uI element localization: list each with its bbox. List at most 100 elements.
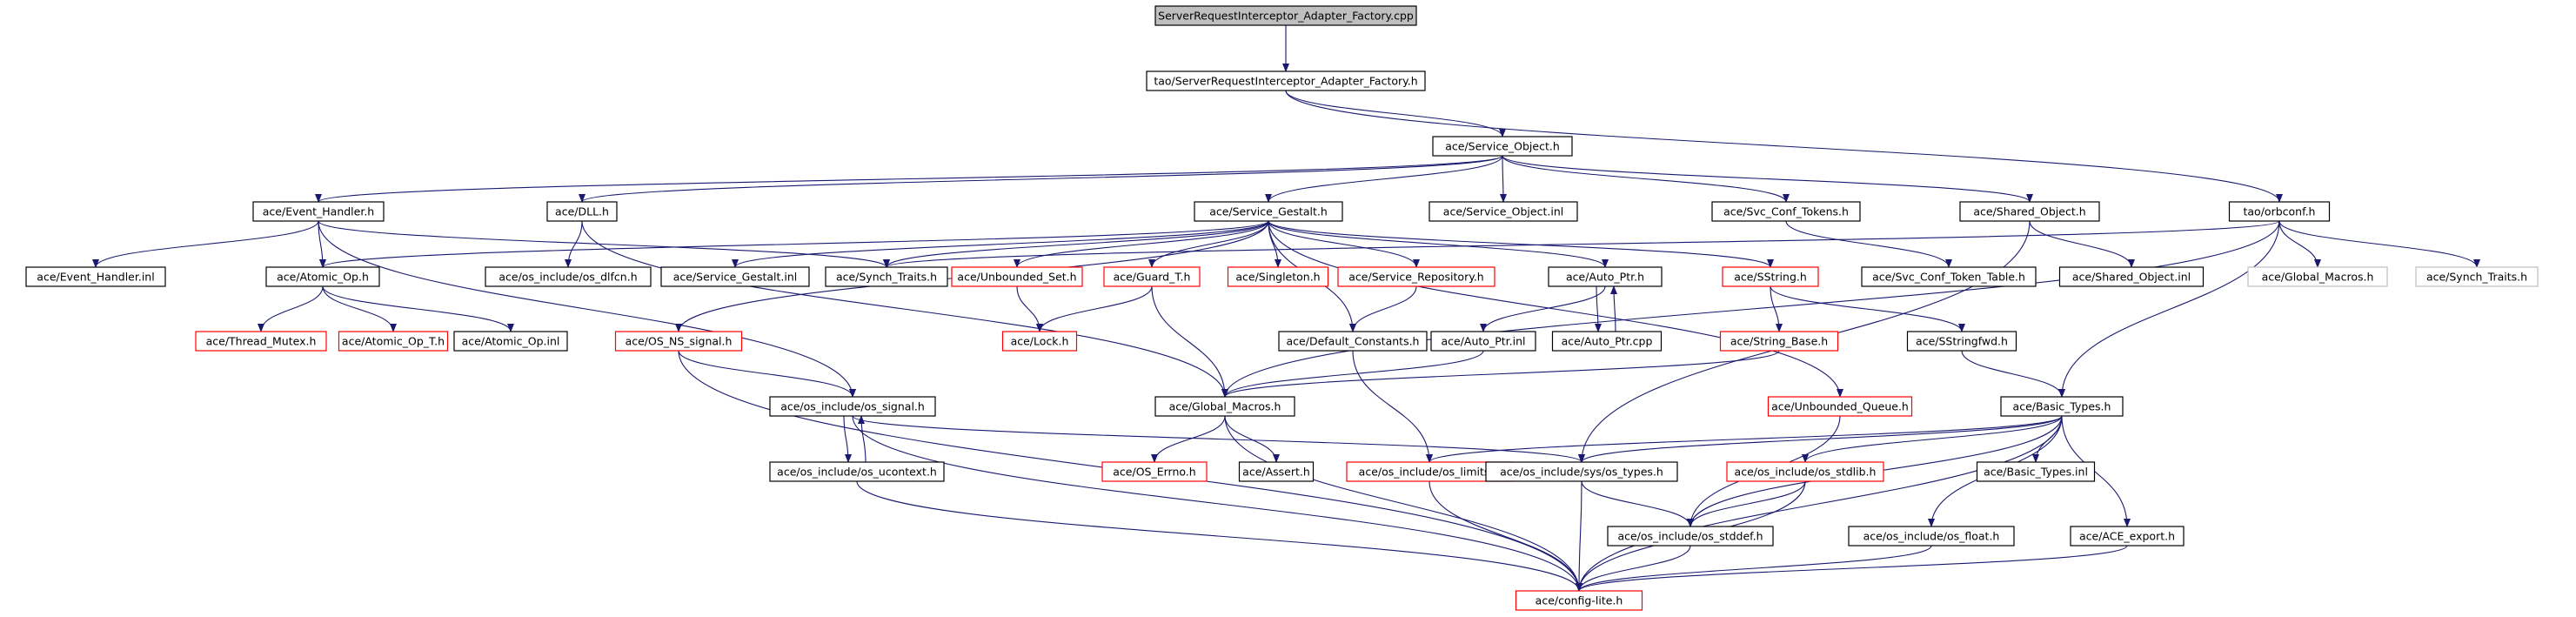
- edge-os_signal-to-config_lite: [852, 415, 1582, 592]
- edge-orbconf-to-global_macros_gray: [2278, 220, 2321, 268]
- node-box: [1861, 266, 2037, 287]
- edge-arrow: [318, 220, 326, 268]
- edge-arrow: [1221, 350, 1780, 398]
- node-box: [769, 396, 936, 417]
- node-string-base[interactable]: ace/String_Base.h: [1719, 331, 1839, 352]
- node-evt-h[interactable]: ace/Event_Handler.h: [252, 201, 385, 222]
- edge-os_stddef-to-config_lite: [1576, 545, 1691, 592]
- edge-arrow: [1499, 155, 1507, 203]
- edge-os_ns_signal-to-os_signal: [678, 350, 856, 398]
- edge-basic_types-to-os_limits: [1426, 415, 2063, 463]
- node-label: ace/Service_Object.h: [1445, 140, 1560, 153]
- node-basic-types[interactable]: ace/Basic_Types.h: [2000, 396, 2124, 417]
- node-svc-repo[interactable]: ace/Service_Repository.h: [1337, 266, 1495, 287]
- node-guard-t[interactable]: ace/Guard_T.h: [1103, 266, 1201, 287]
- node-svc-conf-token-table[interactable]: ace/Svc_Conf_Token_Table.h: [1861, 266, 2037, 287]
- edge-os_signal-to-os_ucontext: [843, 415, 852, 463]
- node-box: [25, 266, 166, 287]
- node-box: [614, 331, 743, 352]
- node-os-stddef[interactable]: ace/os_include/os_stddef.h: [1607, 526, 1774, 547]
- node-shared-obj[interactable]: ace/Shared_Object.h: [1959, 201, 2100, 222]
- edge-os_float-to-config_lite: [1576, 545, 1932, 592]
- edge-ace_export-to-config_lite: [1576, 545, 2128, 592]
- node-box: [951, 266, 1083, 287]
- node-orbconf[interactable]: tao/orbconf.h: [2228, 201, 2331, 222]
- node-auto-ptr-cpp[interactable]: ace/Auto_Ptr.cpp: [1551, 331, 1663, 352]
- node-basic-types-inl[interactable]: ace/Basic_Types.inl: [1976, 461, 2096, 482]
- node-config-lite[interactable]: ace/config-lite.h: [1515, 590, 1643, 611]
- edge-arrow: [1426, 415, 2063, 463]
- node-sys-os-types[interactable]: ace/os_include/sys/os_types.h: [1485, 461, 1678, 482]
- node-singleton[interactable]: ace/Singleton.h: [1227, 266, 1329, 287]
- node-label: ace/Basic_Types.inl: [1984, 466, 2088, 479]
- node-svc-conf-tokens[interactable]: ace/Svc_Conf_Tokens.h: [1711, 201, 1861, 222]
- node-global-macros[interactable]: ace/Global_Macros.h: [1154, 396, 1295, 417]
- node-os-ns-signal[interactable]: ace/OS_NS_signal.h: [614, 331, 743, 352]
- edge-arrow: [1581, 480, 1694, 527]
- node-synch-traits-gray[interactable]: ace/Synch_Traits.h: [2415, 266, 2539, 287]
- node-atomic-op-inl[interactable]: ace/Atomic_Op.inl: [453, 331, 568, 352]
- node-thread-mutex[interactable]: ace/Thread_Mutex.h: [195, 331, 327, 352]
- node-unbounded-queue[interactable]: ace/Unbounded_Queue.h: [1767, 396, 1913, 417]
- node-label: ace/Shared_Object.h: [1973, 205, 2085, 218]
- node-label: ace/Basic_Types.h: [2013, 400, 2111, 413]
- node-box: [1767, 396, 1913, 417]
- node-root[interactable]: ServerRequestInterceptor_Adapter_Factory…: [1154, 5, 1417, 26]
- node-label: ace/os_include/os_stdlib.h: [1735, 466, 1877, 479]
- node-shared-obj-inl[interactable]: ace/Shared_Object.inl: [2058, 266, 2205, 287]
- node-os-dlfcn[interactable]: ace/os_include/os_dlfcn.h: [485, 266, 652, 287]
- node-os-signal[interactable]: ace/os_include/os_signal.h: [769, 396, 936, 417]
- node-box: [1485, 461, 1678, 482]
- node-auto-ptr[interactable]: ace/Auto_Ptr.h: [1548, 266, 1663, 287]
- node-os-errno[interactable]: ace/OS_Errno.h: [1101, 461, 1208, 482]
- edge-arrow: [315, 155, 1503, 203]
- node-label: ace/Event_Handler.inl: [37, 271, 154, 284]
- node-box: [1515, 590, 1643, 611]
- edge-arrow: [1576, 545, 1932, 592]
- edge-global_macros-to-assert_h: [1224, 415, 1280, 463]
- node-assert-h[interactable]: ace/Assert.h: [1238, 461, 1315, 482]
- node-global-macros-gray[interactable]: ace/Global_Macros.h: [2247, 266, 2388, 287]
- edge-arrow: [1224, 415, 1582, 592]
- node-sstringfwd[interactable]: ace/SStringfwd.h: [1906, 331, 2017, 352]
- edge-arrow: [1265, 155, 1503, 203]
- node-sstring[interactable]: ace/SString.h: [1722, 266, 1819, 287]
- node-label: ace/Service_Repository.h: [1348, 271, 1483, 284]
- node-svc-obj-inl[interactable]: ace/Service_Object.inl: [1429, 201, 1578, 222]
- edge-arrow: [1151, 415, 1226, 463]
- node-default-constants[interactable]: ace/Default_Constants.h: [1278, 331, 1428, 352]
- node-atomic-op[interactable]: ace/Atomic_Op.h: [265, 266, 380, 287]
- node-os-stdlib[interactable]: ace/os_include/os_stdlib.h: [1726, 461, 1884, 482]
- node-atomic-op-t[interactable]: ace/Atomic_Op_T.h: [338, 331, 449, 352]
- node-box: [195, 331, 327, 352]
- node-box: [2228, 201, 2331, 222]
- node-svc-obj[interactable]: ace/Service_Object.h: [1432, 136, 1573, 157]
- edge-arrow: [732, 220, 1269, 268]
- node-label: ace/Svc_Conf_Tokens.h: [1723, 205, 1849, 218]
- edge-shared_obj-to-shared_obj_inl: [2029, 220, 2135, 268]
- node-label: ace/OS_NS_signal.h: [626, 335, 733, 348]
- node-box: [1429, 201, 1578, 222]
- node-label: ace/Assert.h: [1242, 466, 1310, 479]
- edge-arrow: [579, 155, 1503, 203]
- edge-arrow: [1151, 285, 1228, 398]
- edge-arrow: [2278, 220, 2321, 268]
- node-ace-export[interactable]: ace/ACE_export.h: [2070, 526, 2185, 547]
- node-os-limits[interactable]: ace/os_include/os_limits.h: [1346, 461, 1513, 482]
- node-box: [1722, 266, 1819, 287]
- edge-arrow: [1802, 415, 2063, 463]
- node-lock-h[interactable]: ace/Lock.h: [1001, 331, 1078, 352]
- node-unbounded-set[interactable]: ace/Unbounded_Set.h: [951, 266, 1083, 287]
- node-os-ucontext[interactable]: ace/os_include/os_ucontext.h: [769, 461, 945, 482]
- edge-os_stdlib-to-os_stddef: [1687, 480, 1806, 527]
- node-evt-h-inl[interactable]: ace/Event_Handler.inl: [25, 266, 166, 287]
- node-dll-h[interactable]: ace/DLL.h: [546, 201, 618, 222]
- node-auto-ptr-inl[interactable]: ace/Auto_Ptr.inl: [1430, 331, 1536, 352]
- node-os-float[interactable]: ace/os_include/os_float.h: [1848, 526, 2015, 547]
- node-synch-traits[interactable]: ace/Synch_Traits.h: [825, 266, 948, 287]
- node-tao-sria[interactable]: tao/ServerRequestInterceptor_Adapter_Fac…: [1146, 70, 1426, 91]
- node-box: [660, 266, 810, 287]
- node-svc-gestalt[interactable]: ace/Service_Gestalt.h: [1194, 201, 1343, 222]
- node-svc-gestalt-inl[interactable]: ace/Service_Gestalt.inl: [660, 266, 810, 287]
